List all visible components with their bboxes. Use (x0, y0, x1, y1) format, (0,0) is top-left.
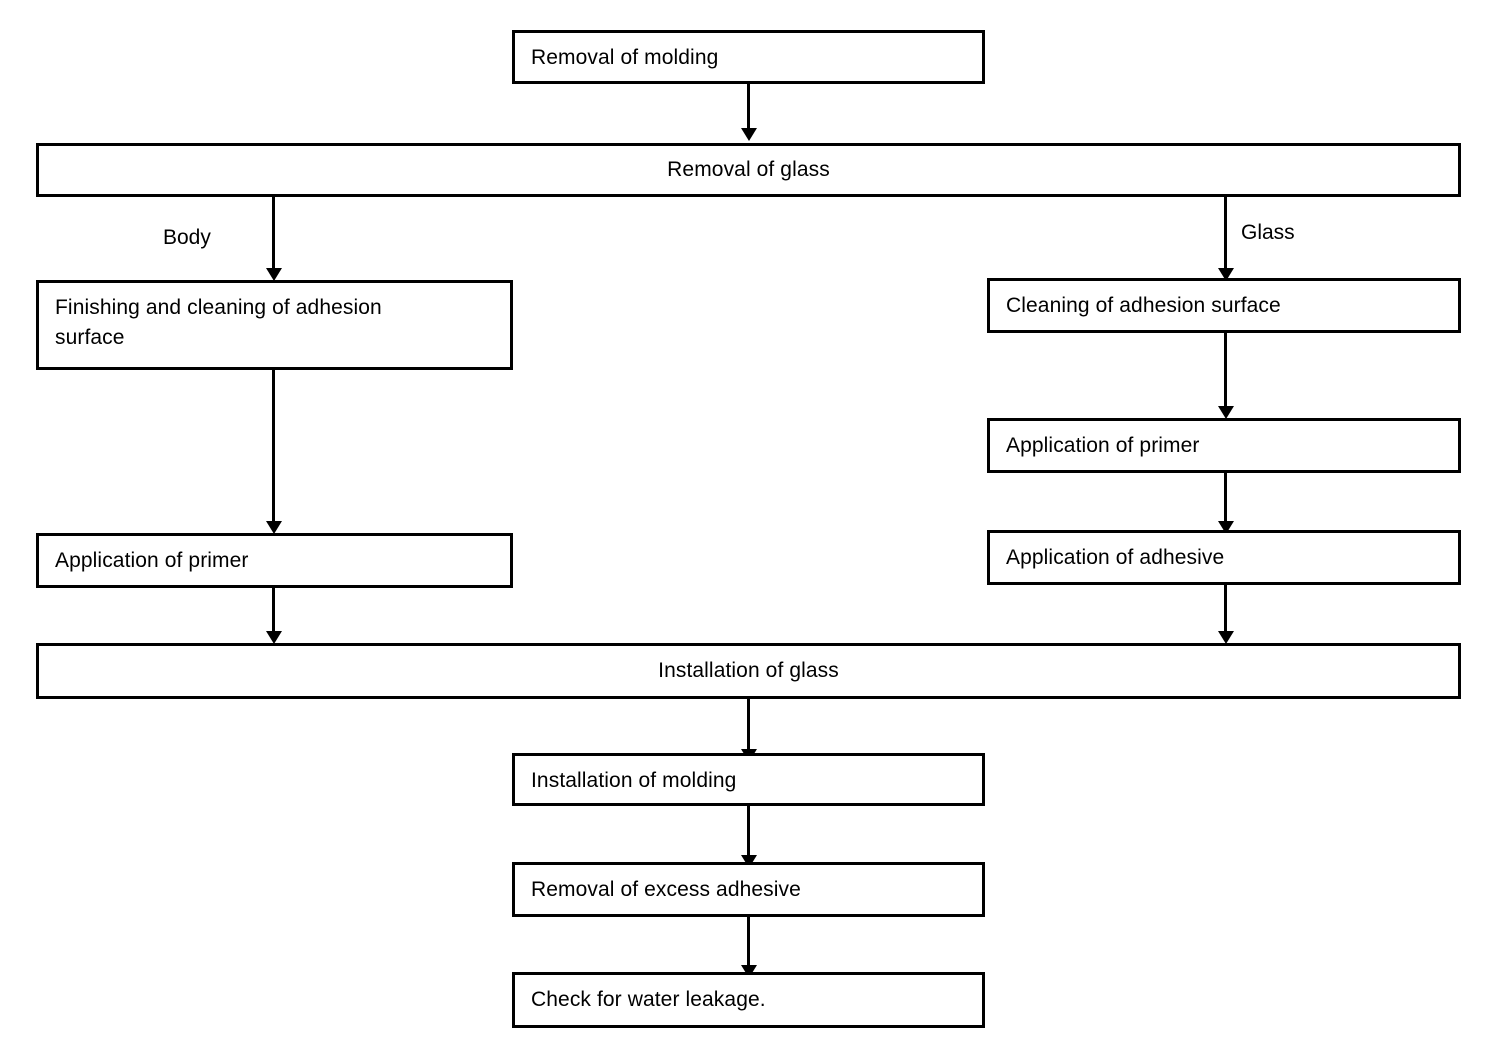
node-removal-of-glass-label: Removal of glass (667, 158, 830, 181)
node-removal-of-excess-adhesive[interactable]: Removal of excess adhesive (512, 862, 985, 917)
arrowhead-body-branch (266, 268, 282, 281)
branch-label-body: Body (163, 226, 211, 249)
node-body-finishing-cleaning[interactable]: Finishing and cleaning of adhesion surfa… (36, 280, 513, 370)
edge-body-finishing-to-primer (272, 370, 275, 525)
node-glass-application-of-primer[interactable]: Application of primer (987, 418, 1461, 473)
edge-installation-glass-to-molding (747, 699, 750, 754)
edge-molding-to-glass (747, 84, 750, 131)
edge-glass-primer-to-adhesive (1224, 473, 1227, 526)
node-check-for-water-leakage[interactable]: Check for water leakage. (512, 972, 985, 1028)
node-removal-of-excess-adhesive-label: Removal of excess adhesive (531, 878, 801, 901)
node-removal-of-molding[interactable]: Removal of molding (512, 30, 985, 84)
branch-label-glass: Glass (1241, 221, 1295, 244)
node-removal-of-molding-label: Removal of molding (531, 46, 719, 69)
node-removal-of-glass[interactable]: Removal of glass (36, 143, 1461, 197)
node-glass-application-of-adhesive[interactable]: Application of adhesive (987, 530, 1461, 585)
edge-glass-to-body-branch (272, 197, 275, 273)
node-installation-of-molding[interactable]: Installation of molding (512, 753, 985, 806)
node-body-application-of-primer-label: Application of primer (55, 549, 249, 572)
arrowhead-body-finishing-to-primer (266, 521, 282, 534)
arrowhead-glass-adhesive-to-installation (1218, 631, 1234, 644)
edge-molding-to-excess-adhesive (747, 806, 750, 859)
node-check-for-water-leakage-label: Check for water leakage. (531, 988, 766, 1011)
node-body-application-of-primer[interactable]: Application of primer (36, 533, 513, 588)
arrowhead-glass-cleaning-to-primer (1218, 406, 1234, 419)
edge-glass-to-glass-branch (1224, 197, 1227, 273)
edge-excess-adhesive-to-water-leakage (747, 917, 750, 970)
node-installation-of-glass[interactable]: Installation of glass (36, 643, 1461, 699)
node-glass-cleaning-adhesion-surface-label: Cleaning of adhesion surface (1006, 294, 1281, 317)
node-installation-of-glass-label: Installation of glass (658, 659, 839, 682)
node-glass-cleaning-adhesion-surface[interactable]: Cleaning of adhesion surface (987, 278, 1461, 333)
edge-glass-cleaning-to-primer (1224, 333, 1227, 411)
edge-body-primer-to-installation (272, 588, 275, 636)
arrowhead-glass-branch (1218, 268, 1234, 281)
node-glass-application-of-adhesive-label: Application of adhesive (1006, 546, 1225, 569)
node-installation-of-molding-label: Installation of molding (531, 769, 737, 792)
arrowhead-molding-to-glass (741, 128, 757, 141)
node-body-finishing-cleaning-label: Finishing and cleaning of adhesion surfa… (55, 296, 382, 349)
edge-glass-adhesive-to-installation (1224, 585, 1227, 636)
arrowhead-body-primer-to-installation (266, 631, 282, 644)
node-glass-application-of-primer-label: Application of primer (1006, 434, 1200, 457)
